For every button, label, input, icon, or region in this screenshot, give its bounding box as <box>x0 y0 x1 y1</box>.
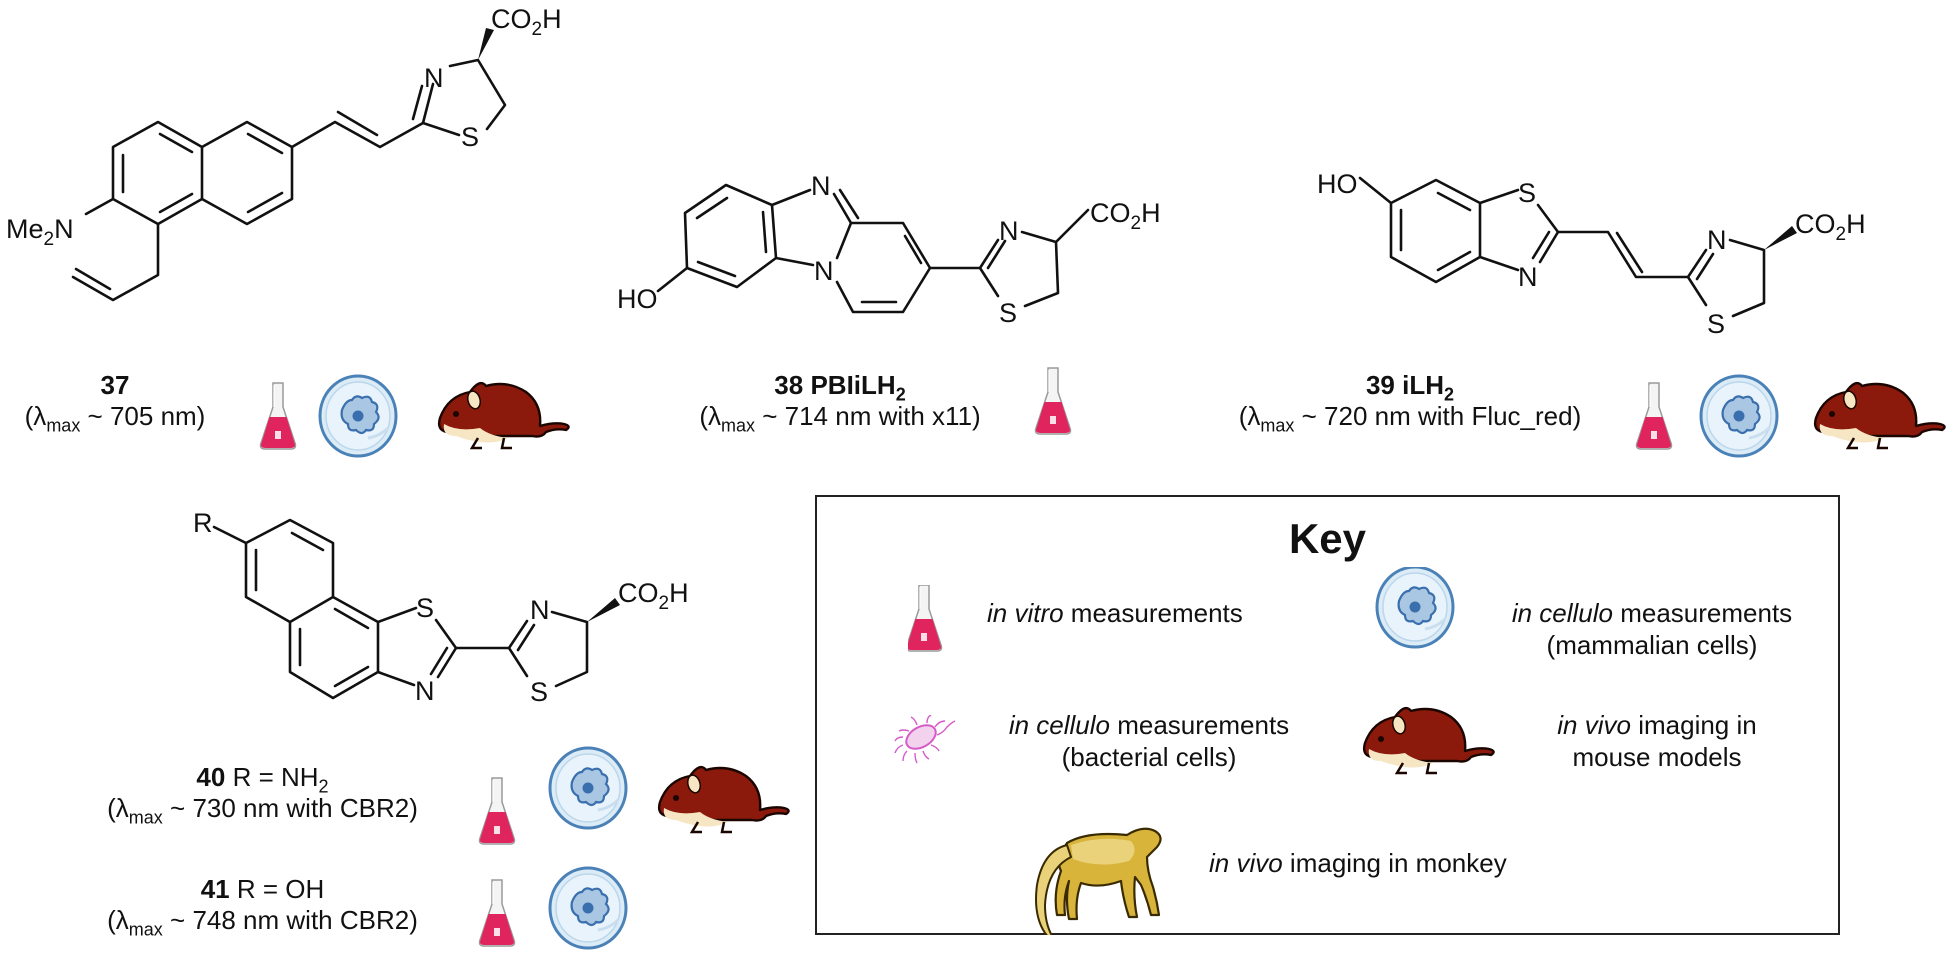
key-legend: Key in vitro measurements in cellulo mea… <box>815 495 1840 935</box>
n-atom: N <box>1707 225 1727 255</box>
r-label: R <box>193 508 213 538</box>
compound-number: 38 PBIiLH2 <box>774 370 906 405</box>
mouse-icon <box>657 765 790 834</box>
mammalian-cell-dish-icon <box>1375 567 1455 649</box>
lambda-max: (λmax ~ 705 nm) <box>24 401 206 436</box>
compound-40-label: 40 R = NH2 (λmax ~ 730 nm with CBR2) <box>70 762 455 828</box>
mouse-icon <box>1813 381 1946 450</box>
key-item-in-vivo-monkey: in vivo imaging in monkey <box>1209 848 1507 878</box>
n-atom: N <box>530 595 550 625</box>
compound-number: 39 iLH2 <box>1365 370 1455 405</box>
s-atom: S <box>999 298 1017 328</box>
n-atom: N <box>811 171 831 201</box>
key-item-in-cellulo-mammalian: in cellulo measurements(mammalian cells) <box>1511 598 1793 660</box>
key-item-in-vitro: in vitro measurements <box>987 598 1243 628</box>
compound-number: 37 <box>100 370 130 400</box>
monkey-icon <box>1034 827 1162 935</box>
n-atom: N <box>424 63 444 93</box>
n-atom: N <box>415 676 435 706</box>
mammalian-cell-dish-icon <box>548 866 628 950</box>
mammalian-cell-dish-icon <box>1699 374 1779 458</box>
lambda-max: (λmax ~ 720 nm with Fluc_red) <box>1238 401 1582 436</box>
structure-37 <box>71 28 507 302</box>
mouse-icon <box>1362 706 1495 775</box>
key-title: Key <box>1288 515 1367 562</box>
n-atom: N <box>814 256 834 286</box>
s-atom: S <box>1518 178 1536 208</box>
compound-number: 41 R = OH <box>200 874 325 904</box>
n-atom: N <box>999 216 1019 246</box>
in-vitro-flask-icon <box>259 382 297 450</box>
in-vitro-flask-icon <box>1034 367 1072 435</box>
lambda-max: (λmax ~ 748 nm with CBR2) <box>107 905 418 940</box>
co2h-label: CO2H <box>1795 209 1866 245</box>
ho-label: HO <box>1317 169 1358 199</box>
in-vitro-flask-icon <box>1635 382 1673 450</box>
mammalian-cell-dish-icon <box>548 746 628 830</box>
structure-40-41 <box>212 518 620 700</box>
co2h-label: CO2H <box>618 578 689 614</box>
structure-38 <box>656 183 1090 314</box>
in-vitro-flask-icon <box>478 777 516 845</box>
key-item-in-cellulo-bacterial: in cellulo measurements(bacterial cells) <box>1008 710 1290 772</box>
compound-39-label: 39 iLH2 (λmax ~ 720 nm with Fluc_red) <box>1200 370 1620 436</box>
s-atom: S <box>461 122 479 152</box>
co2h-label: CO2H <box>1090 198 1161 234</box>
mouse-icon <box>437 381 570 450</box>
lambda-max: (λmax ~ 730 nm with CBR2) <box>107 793 418 828</box>
n-atom: N <box>1518 262 1538 292</box>
s-atom: S <box>530 677 548 707</box>
in-vitro-flask-icon <box>908 585 943 652</box>
s-atom: S <box>416 593 434 623</box>
compound-38-label: 38 PBIiLH2 (λmax ~ 714 nm with x11) <box>660 370 1020 436</box>
compound-37-label: 37 (λmax ~ 705 nm) <box>6 370 224 436</box>
ho-label: HO <box>617 284 658 314</box>
compound-number: 40 R = NH2 <box>196 762 329 797</box>
compound-41-label: 41 R = OH (λmax ~ 748 nm with CBR2) <box>70 874 455 940</box>
s-atom: S <box>1707 309 1725 339</box>
bacterium-icon <box>894 715 956 764</box>
co2h-label: CO2H <box>491 4 562 40</box>
in-vitro-flask-icon <box>478 879 516 947</box>
lambda-max: (λmax ~ 714 nm with x11) <box>699 401 981 436</box>
mammalian-cell-dish-icon <box>318 374 398 458</box>
structure-39 <box>1358 176 1797 318</box>
me2n-label: Me2N <box>6 214 74 250</box>
